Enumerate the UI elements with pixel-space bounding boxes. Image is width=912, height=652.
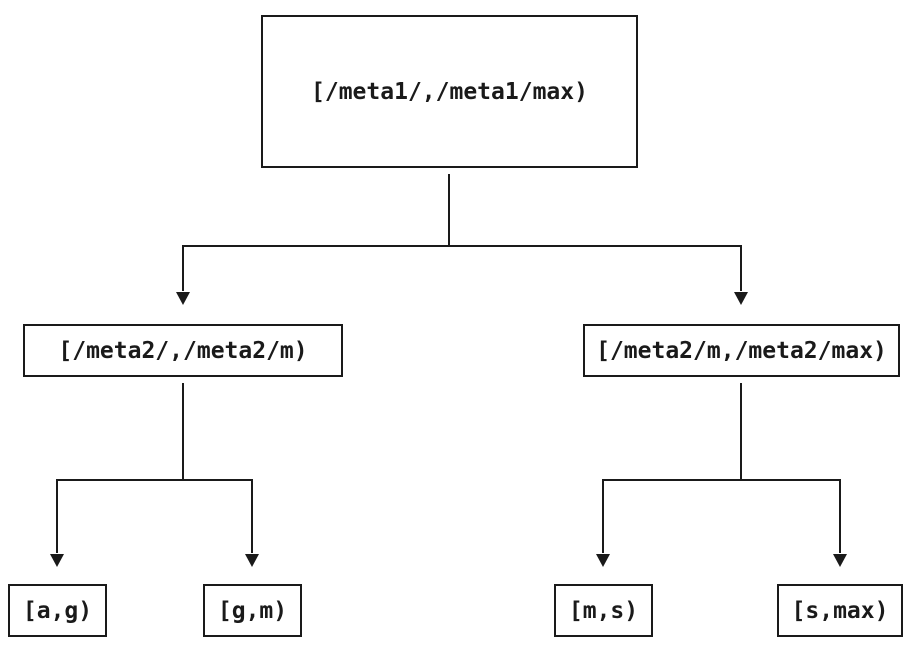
- edge-left-stem: [182, 383, 184, 480]
- edge-right-stem: [740, 383, 742, 480]
- edge-root-to-right: [740, 245, 742, 291]
- tree-node-left: [/meta2/,/meta2/m): [23, 324, 343, 377]
- arrow-down-icon: [833, 554, 847, 567]
- edge-left-crossbar: [56, 479, 253, 481]
- arrow-down-icon: [50, 554, 64, 567]
- tree-node-leaf-smax: [s,max): [777, 584, 903, 637]
- node-label: [m,s): [568, 597, 639, 624]
- arrow-down-icon: [176, 292, 190, 305]
- node-label: [/meta2/m,/meta2/max): [596, 337, 887, 364]
- edge-root-to-left: [182, 245, 184, 291]
- edge-root-stem: [448, 174, 450, 246]
- node-label: [a,g): [22, 597, 93, 624]
- arrow-down-icon: [734, 292, 748, 305]
- edge-level1-crossbar: [182, 245, 742, 247]
- tree-node-leaf-ms: [m,s): [554, 584, 653, 637]
- arrow-down-icon: [245, 554, 259, 567]
- edge-left-to-leaf-ag: [56, 479, 58, 553]
- node-label: [/meta1/,/meta1/max): [311, 78, 588, 105]
- tree-node-root: [/meta1/,/meta1/max): [261, 15, 638, 168]
- tree-node-leaf-gm: [g,m): [203, 584, 302, 637]
- edge-right-crossbar: [602, 479, 841, 481]
- tree-node-leaf-ag: [a,g): [8, 584, 107, 637]
- edge-right-to-leaf-ms: [602, 479, 604, 553]
- node-label: [/meta2/,/meta2/m): [58, 337, 308, 364]
- node-label: [s,max): [791, 597, 889, 624]
- arrow-down-icon: [596, 554, 610, 567]
- edge-right-to-leaf-smax: [839, 479, 841, 553]
- tree-node-right: [/meta2/m,/meta2/max): [583, 324, 900, 377]
- node-label: [g,m): [217, 597, 288, 624]
- edge-left-to-leaf-gm: [251, 479, 253, 553]
